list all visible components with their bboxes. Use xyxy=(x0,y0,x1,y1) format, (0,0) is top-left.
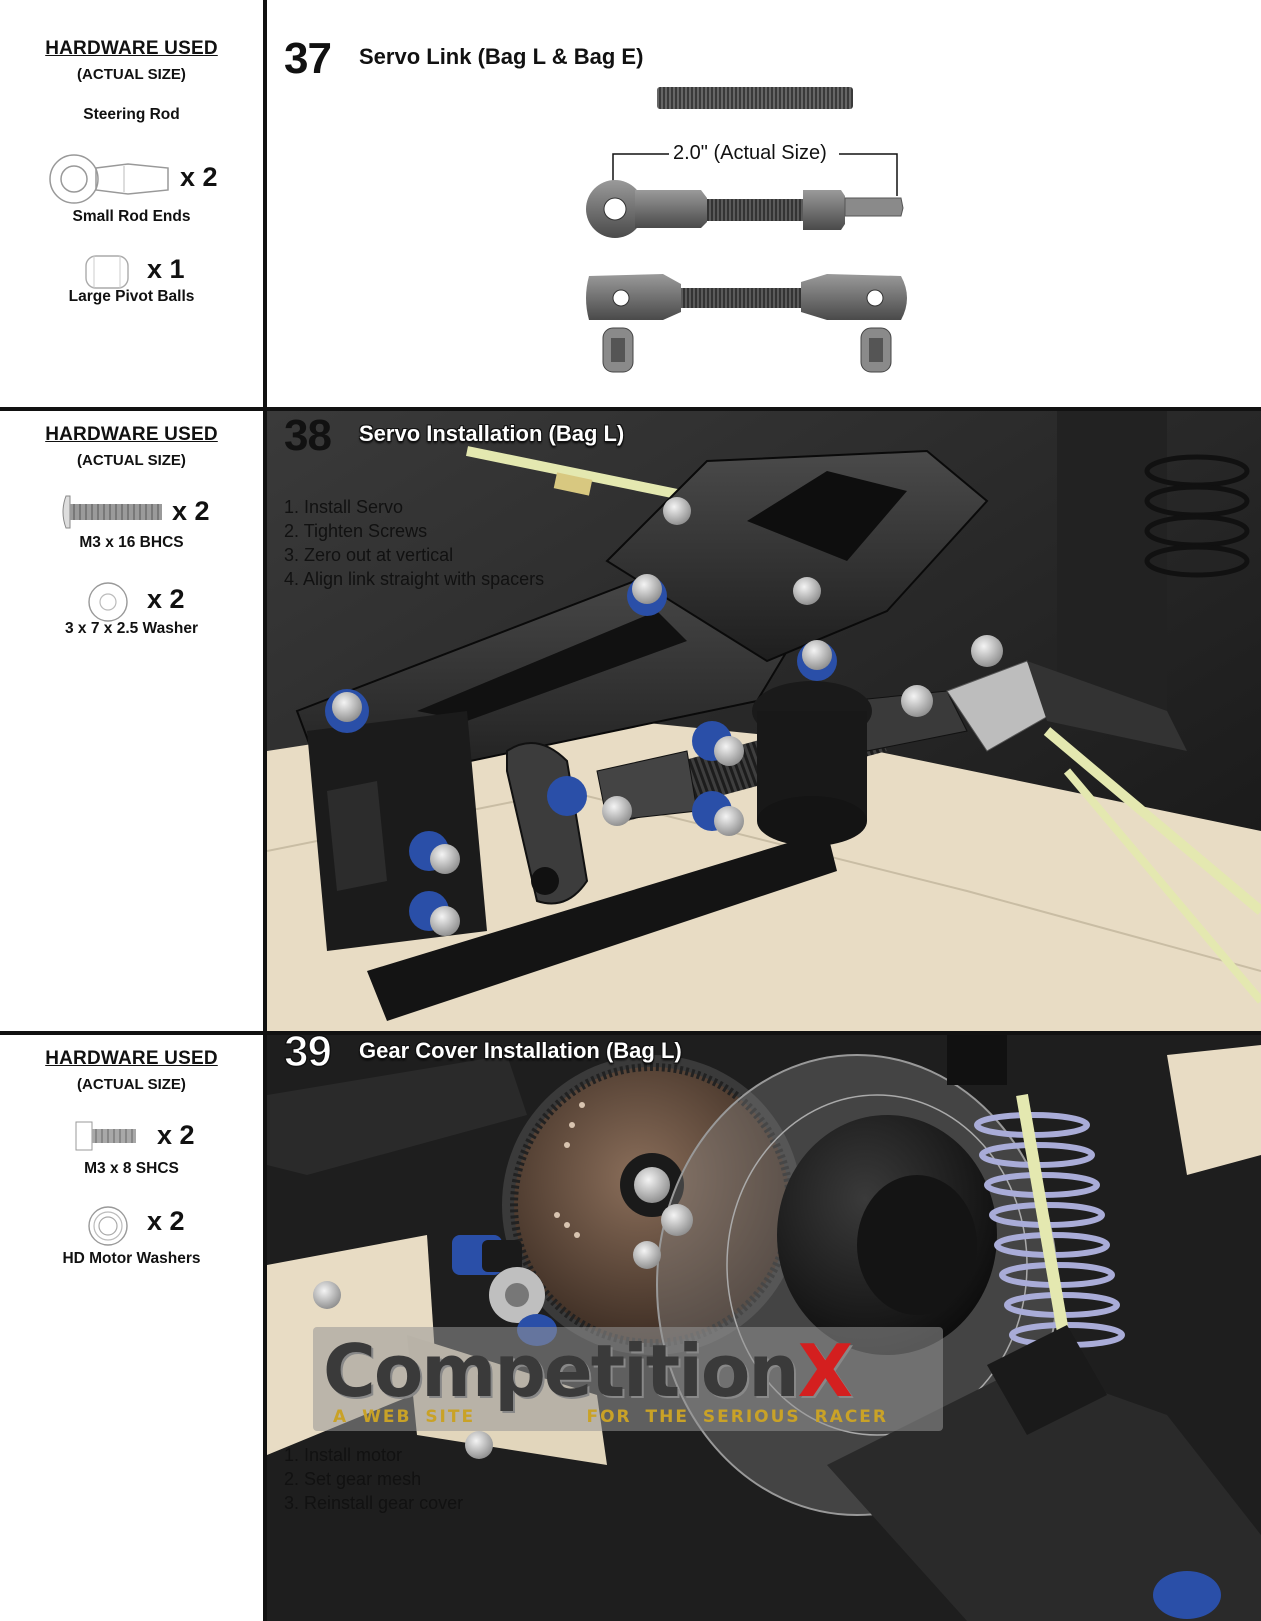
step-38-panel: 38 Servo Installation (Bag L) 1. Install… xyxy=(267,411,1261,1031)
step-number: 38 xyxy=(284,411,332,460)
instruction-item: 2. Tighten Screws xyxy=(284,521,428,541)
rod-end-icon xyxy=(49,154,169,204)
competitionx-watermark: CompetitionX A WEB SITE FOR THE SERIOUS … xyxy=(313,1327,943,1431)
step-title: Servo Installation (Bag L) xyxy=(359,421,625,446)
socket-head-screw-icon xyxy=(75,1121,136,1151)
hardware-item-m3x8-shcs: x 2 M3 x 8 SHCS xyxy=(0,1120,263,1180)
hardware-item-washer: x 2 3 x 7 x 2.5 Washer xyxy=(0,580,263,640)
instruction-item: 3. Zero out at vertical xyxy=(284,545,454,565)
instruction-item: 2. Set gear mesh xyxy=(284,1469,422,1489)
hardware-item-m3x16-bhcs: x 2 M3 x 16 BHCS xyxy=(0,494,263,554)
step-title: Servo Link (Bag L & Bag E) xyxy=(359,44,644,69)
washer-icon xyxy=(88,1206,128,1246)
dimension-label: 2.0" (Actual Size) xyxy=(673,142,827,164)
hardware-title: HARDWARE USED xyxy=(45,1048,218,1069)
hardware-title: HARDWARE USED xyxy=(45,38,218,59)
washer-icon xyxy=(88,582,128,622)
hardware-item-pivot-balls: x 1 Large Pivot Balls xyxy=(68,254,195,305)
pivot-ball-icon xyxy=(85,255,129,289)
instruction-item: 4. Align link straight with spacers xyxy=(284,569,545,589)
hardware-item-small-rod-ends: x 2 Small Rod Ends xyxy=(0,150,263,230)
section-divider-1 xyxy=(0,407,1261,411)
step-number: 37 xyxy=(284,34,332,83)
hardware-subtitle: (ACTUAL SIZE) xyxy=(77,452,186,469)
step-37-panel: 37 Servo Link (Bag L & Bag E) 2.0" (Actu… xyxy=(267,0,1261,407)
blue-washer-screws xyxy=(325,497,1003,936)
instruction-list: 1. Install Servo 2. Tighten Screws 3. Ze… xyxy=(284,495,544,591)
hardware-item-steering-rod: Steering Rod xyxy=(83,106,180,123)
instruction-list: 1. Install motor 2. Set gear mesh 3. Rei… xyxy=(284,1443,463,1515)
steering-rod-illustration xyxy=(657,87,853,109)
step-number: 39 xyxy=(283,1035,332,1077)
watermark-logo: CompetitionX xyxy=(323,1329,853,1413)
watermark-tagline: A WEB SITE FOR THE SERIOUS RACER xyxy=(333,1407,888,1427)
instruction-item: 3. Reinstall gear cover xyxy=(284,1493,464,1513)
instruction-item: 1. Install Servo xyxy=(284,497,404,517)
step-title: Gear Cover Installation (Bag L) xyxy=(359,1038,682,1063)
servo-installation-render xyxy=(267,411,1261,1031)
hardware-title: HARDWARE USED xyxy=(45,424,218,445)
hardware-panel-38: HARDWARE USED (ACTUAL SIZE) xyxy=(0,424,263,469)
hardware-subtitle: (ACTUAL SIZE) xyxy=(77,1076,186,1093)
rod-assembly-closed xyxy=(586,274,907,373)
rod-assembly-open xyxy=(586,180,904,238)
instruction-item: 1. Install motor xyxy=(284,1445,403,1465)
vertical-divider xyxy=(263,0,267,1621)
hardware-item-motor-washers: x 2 HD Motor Washers xyxy=(62,1206,201,1267)
section-divider-2 xyxy=(0,1031,1261,1035)
hardware-panel-39: HARDWARE USED (ACTUAL SIZE) xyxy=(0,1048,263,1093)
button-head-screw-icon xyxy=(62,495,162,529)
hardware-panel-37: HARDWARE USED (ACTUAL SIZE) xyxy=(0,38,263,83)
hardware-subtitle: (ACTUAL SIZE) xyxy=(77,66,186,83)
